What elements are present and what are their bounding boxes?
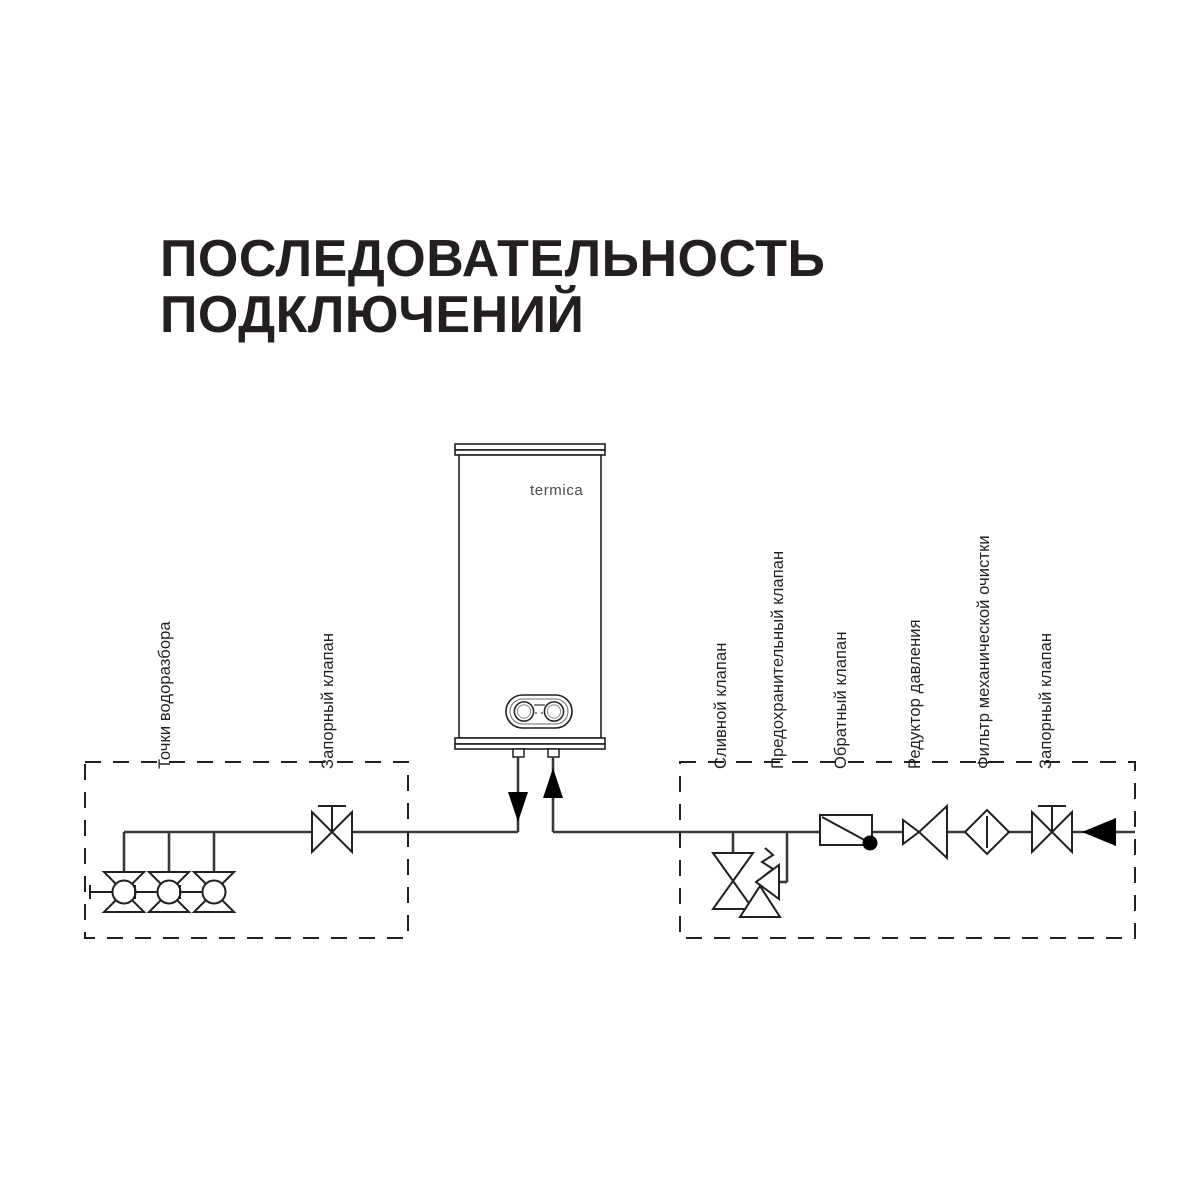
label-shutoff-valve-inlet: Запорный клапан [1037, 632, 1055, 769]
check-valve-symbol [819, 814, 878, 851]
label-mechanical-filter: Фильтр механической очистки [975, 535, 993, 769]
control-panel [505, 694, 573, 729]
cold-inlet-nipple [547, 748, 560, 758]
shutoff-valve-inlet-symbol [1031, 805, 1073, 855]
pressure-reducer-symbol [902, 803, 948, 861]
hot-water-group-box [84, 761, 409, 939]
tap-valve-1 [89, 871, 147, 913]
label-pressure-reducer: Редуктор давления [906, 619, 924, 769]
label-drain-valve: Сливной клапан [712, 642, 730, 769]
tap-valve-2 [134, 871, 192, 913]
tap-valve-3 [179, 871, 237, 913]
brand-logo-text: termica [530, 482, 583, 499]
cold-water-group-box [679, 761, 1136, 939]
safety-valve-symbol [738, 847, 782, 918]
hot-outlet-arrow [508, 792, 528, 822]
page-title: ПОСЛЕДОВАТЕЛЬНОСТЬ ПОДКЛЮЧЕНИЙ [160, 230, 826, 344]
label-draw-off-points: Точки водоразбора [156, 621, 174, 769]
label-shutoff-valve-outlet: Запорный клапан [319, 632, 337, 769]
label-check-valve: Обратный клапан [832, 631, 850, 769]
cold-inlet-arrow [543, 768, 563, 798]
drain-valve-symbol [711, 852, 755, 910]
hot-outlet-nipple [512, 748, 525, 758]
supply-inlet-arrow [1082, 818, 1116, 846]
water-heater-unit: termica [454, 443, 606, 758]
mechanical-filter-symbol [963, 808, 1011, 856]
shutoff-valve-outlet-symbol [311, 805, 353, 855]
label-safety-valve: Предохранительный клапан [769, 550, 787, 769]
